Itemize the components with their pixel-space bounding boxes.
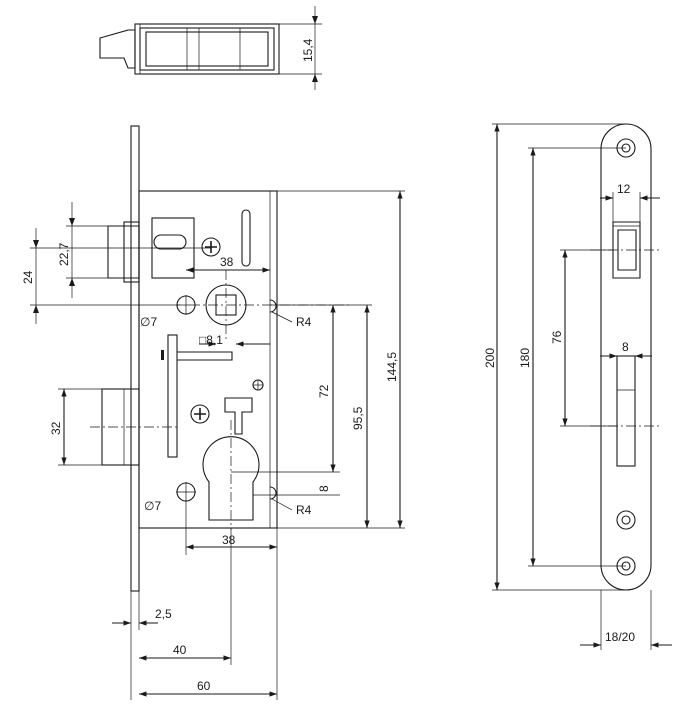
dim-faceplate-thickness: 2,5	[155, 607, 172, 621]
dim-strike-hole-distance: 180	[518, 348, 532, 368]
dim-backset: 40	[173, 643, 187, 657]
lock-body	[90, 125, 350, 592]
dim-height-144: 144,5	[385, 352, 399, 382]
top-view-bolt	[99, 6, 322, 90]
dim-strike-plate-width: 18/20	[605, 630, 635, 644]
body-dimension-lines	[30, 190, 405, 700]
dim-strike-bolt-width: 8	[622, 340, 629, 354]
dim-latch-offset: 24	[21, 270, 35, 284]
dim-strike-latch-width: 12	[617, 182, 631, 196]
dim-top-bolt-height: 15,4	[301, 38, 315, 62]
dim-cylinder-width: 38	[222, 533, 236, 547]
dim-distance-72: 72	[317, 384, 331, 398]
dim-strike-latch-to-bolt: 76	[550, 330, 564, 344]
dim-strike-length: 200	[483, 348, 497, 368]
dim-case-depth: 60	[197, 679, 211, 693]
dim-cylinder-gap: 8	[317, 485, 331, 492]
dim-radius-upper: R4	[296, 315, 312, 329]
dim-radius-lower: R4	[296, 503, 312, 517]
strike-dimension-lines	[492, 123, 672, 650]
dim-distance-95: 95,5	[351, 406, 365, 430]
dim-bolt-height: 32	[49, 421, 63, 435]
dim-spindle-square: □8,1	[199, 333, 223, 347]
dim-hole-upper: ∅7	[140, 315, 157, 329]
dim-hole-lower: ∅7	[144, 499, 161, 513]
dim-latch-height: 22,7	[57, 242, 71, 266]
dim-latch-backset: 38	[220, 255, 234, 269]
